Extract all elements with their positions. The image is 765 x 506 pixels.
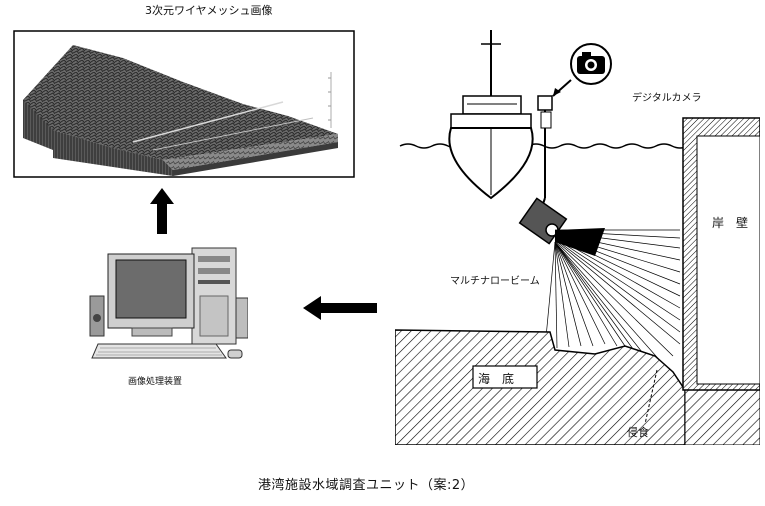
seabed bbox=[395, 329, 686, 445]
sonar-head bbox=[518, 197, 568, 245]
ship-icon bbox=[448, 30, 534, 200]
diagram-caption: 港湾施設水域調査ユニット（案:2） bbox=[258, 478, 475, 493]
mesh-image-title: 3次元ワイヤメッシュ画像 bbox=[145, 4, 273, 17]
survey-diagram bbox=[395, 30, 760, 445]
camera-icon bbox=[552, 43, 612, 97]
up-arrow-icon bbox=[150, 188, 174, 234]
wire-mesh-image-frame bbox=[13, 30, 355, 178]
wire-mesh-terrain bbox=[13, 30, 355, 178]
beam-core bbox=[555, 228, 605, 256]
computer-caption: 画像処理装置 bbox=[128, 377, 183, 387]
beam-label: マルチナロービーム bbox=[450, 276, 540, 287]
beam-fan bbox=[544, 229, 681, 367]
camera-label: デジタルカメラ bbox=[632, 93, 702, 104]
erosion-label: 侵食 bbox=[627, 426, 649, 439]
seabed-label: 海 底 bbox=[478, 372, 515, 386]
quay-wall bbox=[682, 117, 760, 391]
wall-label: 岸 壁 bbox=[712, 216, 749, 230]
computer-icon bbox=[89, 247, 248, 359]
left-arrow-icon bbox=[303, 296, 377, 320]
